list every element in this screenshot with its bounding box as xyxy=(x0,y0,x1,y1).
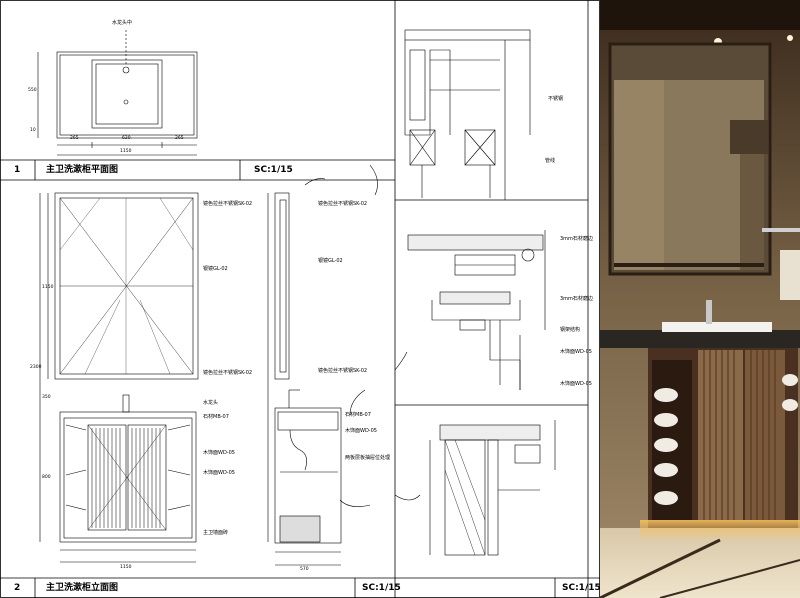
title-2-scale-right: SC:1/15 xyxy=(562,583,601,593)
side-note-wood: 木饰面WD-05 xyxy=(345,428,377,434)
elev-dim-mirror: 1150 xyxy=(42,285,54,290)
side-note-drawer: 两板层板抽屉位处理 xyxy=(345,455,391,461)
detail-b xyxy=(407,230,546,390)
detail-note-wood2: 木饰面WD-05 xyxy=(560,381,592,387)
detail-note-stone-top: 3mm石材磨边 xyxy=(560,236,593,242)
elev-dim-total: 2300 xyxy=(30,365,42,370)
title-2-name: 主卫洗漱柜立面图 xyxy=(46,583,119,593)
plan-view xyxy=(37,30,198,156)
plan-dim-total: 1150 xyxy=(120,149,132,154)
detail-a xyxy=(404,29,531,200)
elev-note-mirror-bottom: 镜色拉丝不锈钢SK-02 xyxy=(203,370,253,376)
elev-dim-gap: 350 xyxy=(42,395,51,400)
callout-arcs xyxy=(304,164,421,507)
elev-dim-cab: 800 xyxy=(42,475,51,480)
side-note-bottom: 镜色拉丝不锈钢SK-02 xyxy=(318,368,368,374)
elev-note-mirror: 银镜GL-02 xyxy=(203,266,228,272)
detail-note-wood1: 木饰面WD-05 xyxy=(560,349,592,355)
vanity-rendering xyxy=(600,0,800,598)
cabinet-slats xyxy=(91,428,161,528)
title-1-name: 主卫洗漱柜平面图 xyxy=(46,165,119,175)
title-2-number: 2 xyxy=(14,583,21,593)
side-note-mirror: 银镜GL-02 xyxy=(318,258,343,264)
detail-note-frame: 钢架结构 xyxy=(560,327,581,333)
elev-note-stone: 石材MB-07 xyxy=(203,414,229,420)
elev-note-faucet: 水龙头 xyxy=(203,400,219,406)
title-1-scale: SC:1/15 xyxy=(254,165,293,175)
side-elevation xyxy=(267,192,342,566)
elev-note-legs: 主卫墙面砖 xyxy=(203,530,229,536)
detail-note-pipe: 管线 xyxy=(545,158,556,164)
plan-top-label: 水龙头中 xyxy=(112,20,133,26)
plan-dim-mid: 620 xyxy=(122,136,131,141)
side-dim-width: 570 xyxy=(300,567,309,572)
elev-dim-width: 1150 xyxy=(120,565,132,570)
plan-dim-small: 10 xyxy=(30,128,36,133)
plan-dim-right: 265 xyxy=(175,136,184,141)
side-note-top: 镜色拉丝不锈钢SK-02 xyxy=(318,201,368,207)
title-1-number: 1 xyxy=(14,165,21,175)
elev-note-mirror-top: 镜色拉丝不锈钢SK-02 xyxy=(203,201,253,207)
front-elevation xyxy=(39,192,199,563)
side-note-stone: 石材MB-07 xyxy=(345,412,371,418)
title-2-scale: SC:1/15 xyxy=(362,583,401,593)
elev-note-wood1: 木饰面WD-05 xyxy=(203,450,235,456)
plan-dim-left: 265 xyxy=(70,136,79,141)
detail-note-stone-bottom: 3mm石材磨边 xyxy=(560,296,593,302)
detail-c xyxy=(429,420,556,556)
elev-note-wood2: 木饰面WD-05 xyxy=(203,470,235,476)
detail-note-steel: 不锈钢 xyxy=(548,96,564,102)
plan-dim-height: 550 xyxy=(28,88,37,93)
